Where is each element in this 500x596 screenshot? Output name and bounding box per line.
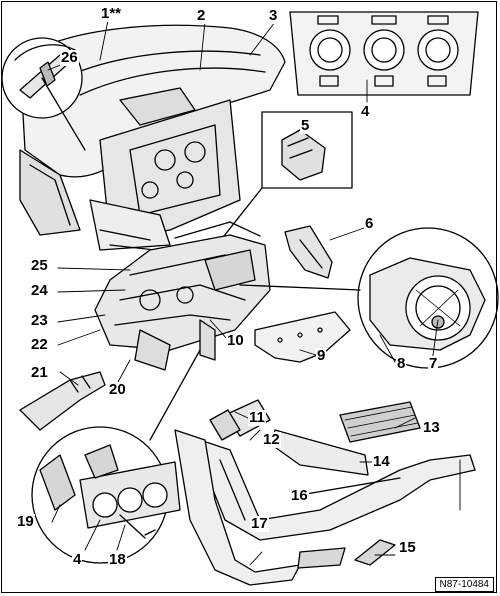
left-duct-21 (19, 371, 106, 431)
callout-10: 10 (226, 332, 245, 349)
callout-3: 3 (268, 7, 279, 24)
dashboard-panel (19, 24, 286, 251)
outlet-15 (297, 539, 396, 569)
callout-1: 1** (100, 5, 123, 22)
control-panel-circle (31, 349, 201, 564)
callout-26: 26 (60, 49, 79, 66)
callout-24: 24 (30, 282, 49, 299)
climate-control-front (289, 11, 479, 96)
callout-25: 25 (30, 257, 49, 274)
callout-15: 15 (398, 539, 417, 556)
callout-6: 6 (364, 215, 375, 232)
blower-circle (239, 227, 499, 369)
callout-12: 12 (262, 431, 281, 448)
callout-7: 7 (428, 355, 439, 372)
callout-22: 22 (30, 336, 49, 353)
callout-4-top: 4 (360, 103, 371, 120)
callout-23: 23 (30, 312, 49, 329)
callout-20: 20 (108, 381, 127, 398)
callout-21: 21 (30, 364, 49, 381)
callout-17: 17 (250, 515, 269, 532)
callout-18: 18 (108, 551, 127, 568)
callout-9: 9 (316, 347, 327, 364)
callout-11: 11 (248, 409, 266, 426)
callout-14: 14 (372, 453, 391, 470)
callout-2: 2 (196, 7, 207, 24)
callout-5: 5 (300, 117, 311, 134)
floor-duct-16 (199, 439, 476, 541)
callout-16: 16 (290, 487, 309, 504)
callout-13: 13 (422, 419, 441, 436)
callout-19: 19 (16, 513, 35, 530)
part-6 (284, 225, 333, 279)
figure-reference: N87-10484 (434, 577, 494, 592)
callout-4-bottom: 4 (72, 551, 83, 568)
callout-8: 8 (396, 355, 407, 372)
heater-unit (94, 221, 271, 371)
filter-13 (339, 401, 421, 443)
